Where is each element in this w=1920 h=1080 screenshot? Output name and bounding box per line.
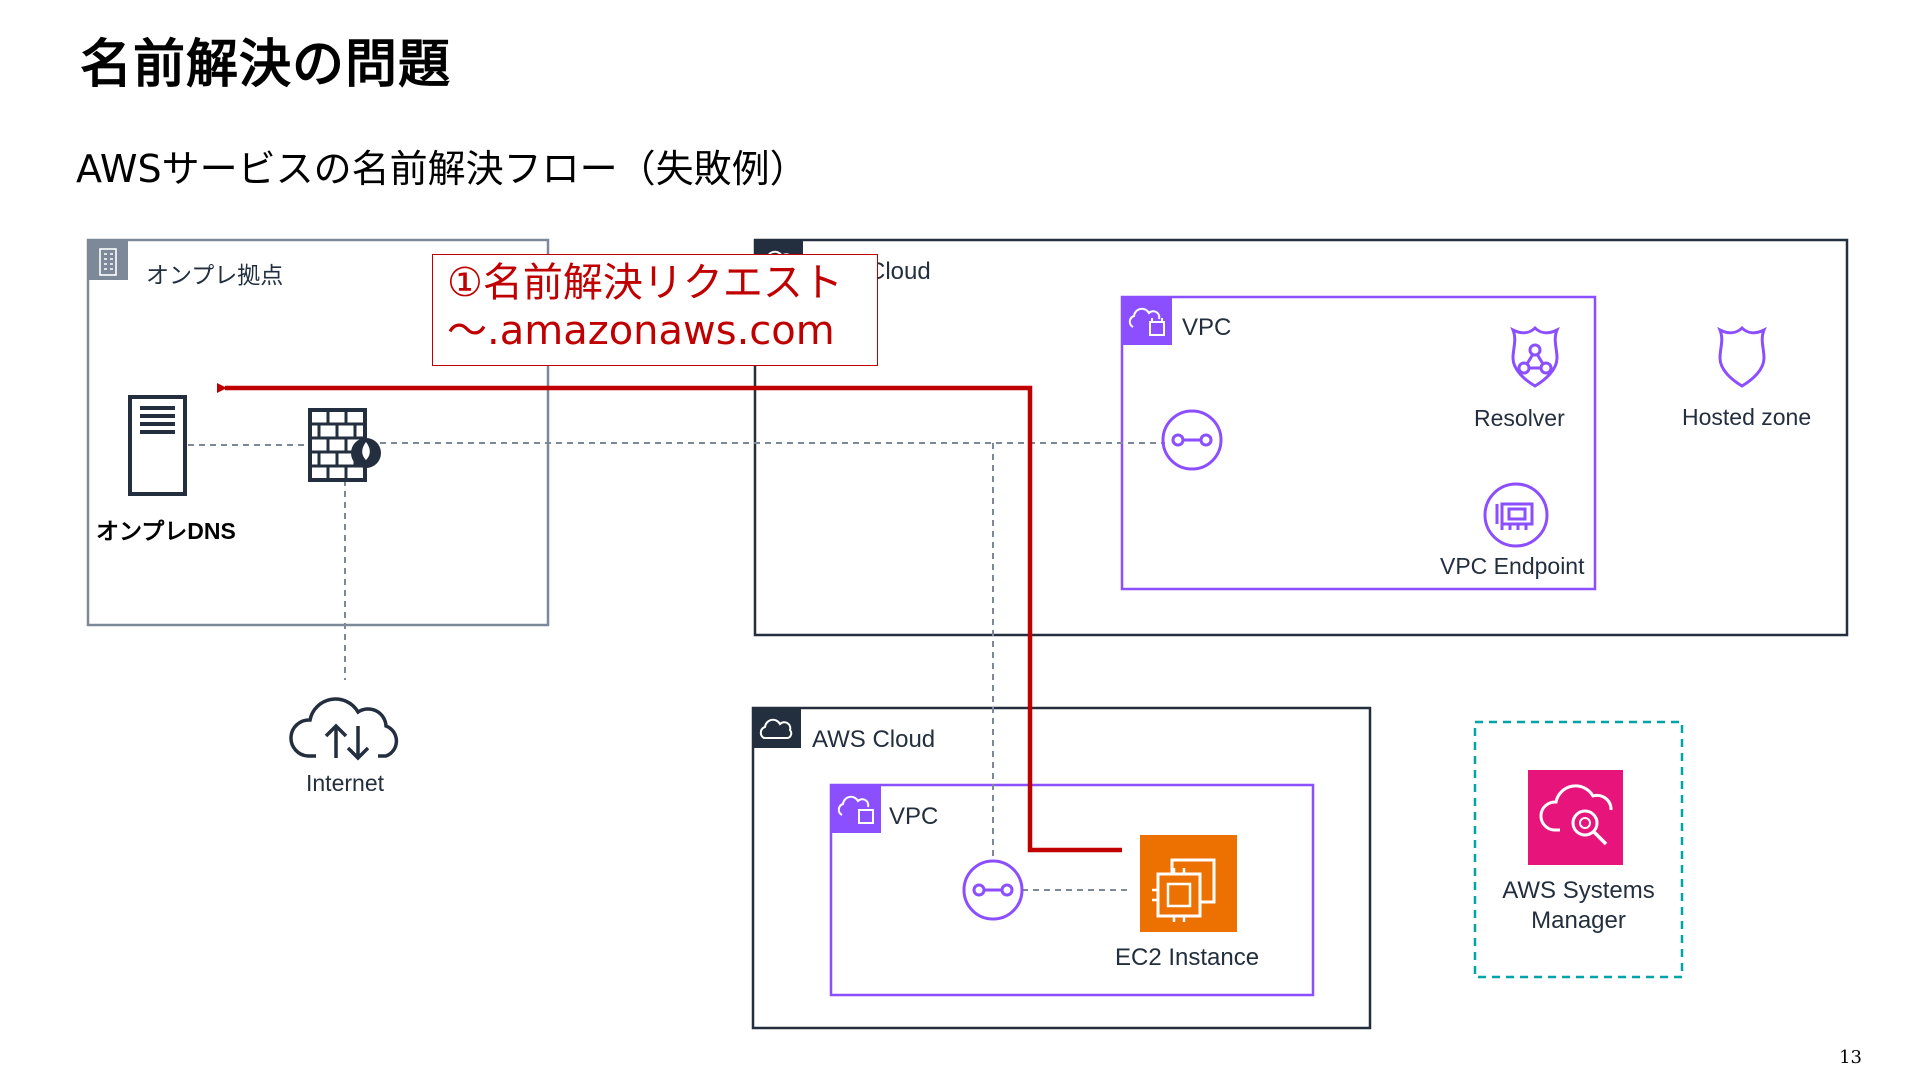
request-arrow <box>217 383 1122 853</box>
firewall-icon <box>308 408 381 482</box>
ec2-icon <box>1140 835 1237 932</box>
vpc-icon-top <box>1122 297 1172 345</box>
onprem-group-label: オンプレ拠点 <box>146 262 284 288</box>
vpc-top-label: VPC <box>1182 314 1232 341</box>
callout-line2: ～.amazonaws.com <box>447 308 835 354</box>
building-icon <box>88 240 128 280</box>
onprem-group-box <box>86 238 550 627</box>
onprem-dns-label: オンプレDNS <box>96 518 236 544</box>
page-subtitle: AWSサービスの名前解決フロー（失敗例） <box>76 147 808 191</box>
vpc-endpoint-label: VPC Endpoint <box>1440 553 1585 579</box>
network-connectors <box>188 442 1165 891</box>
cloud-icon-bottom <box>753 708 801 748</box>
hosted-zone-icon <box>1717 325 1767 388</box>
aws-cloud-bottom-box <box>751 706 1372 1030</box>
hosted-zone-label: Hosted zone <box>1682 404 1812 430</box>
page-title: 名前解決の問題 <box>80 35 452 95</box>
ssm-group-box <box>1473 720 1684 979</box>
vpc-icon-bottom <box>831 785 881 833</box>
callout-line1: ①名前解決リクエスト <box>447 260 843 306</box>
ec2-label: EC2 Instance <box>1115 944 1260 971</box>
ssm-label: AWS Systems Manager <box>1480 876 1677 936</box>
vpc-endpoint-interface-icon <box>1483 482 1549 548</box>
resolver-icon <box>1510 325 1560 388</box>
page-number: 13 <box>1839 1047 1862 1068</box>
vpc-bottom-box <box>829 783 1315 997</box>
vpc-bottom-label: VPC <box>889 803 939 830</box>
internet-icon <box>289 697 399 761</box>
vpc-endpoint-icon-top <box>1161 409 1223 471</box>
internet-label: Internet <box>306 770 384 796</box>
aws-cloud-top-label: Cloud <box>868 258 931 285</box>
resolver-label: Resolver <box>1474 405 1565 431</box>
server-icon <box>128 395 187 496</box>
ssm-label-line2: Manager <box>1531 907 1626 934</box>
aws-cloud-top-box <box>753 238 1849 637</box>
request-callout: ①名前解決リクエスト ～.amazonaws.com <box>432 254 878 366</box>
vpc-endpoint-icon-bottom <box>962 859 1024 921</box>
aws-cloud-bottom-label: AWS Cloud <box>812 726 936 753</box>
systems-manager-icon <box>1528 770 1623 865</box>
ssm-label-line1: AWS Systems <box>1502 877 1655 904</box>
